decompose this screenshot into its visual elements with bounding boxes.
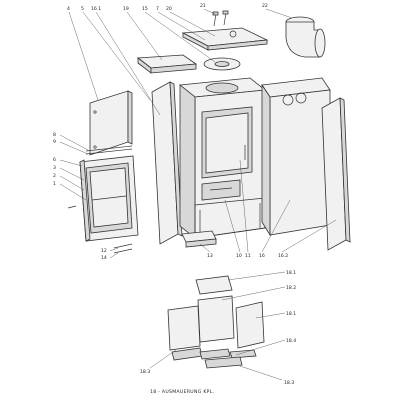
left-side-cladding	[151, 81, 183, 245]
label-5: 5	[81, 6, 84, 12]
label-3: 3	[53, 165, 56, 171]
label-16-2: 16.2	[278, 253, 288, 259]
label-22: 22	[262, 3, 268, 9]
ash-pan	[181, 230, 217, 248]
label-10: 10	[236, 253, 242, 259]
label-6: 6	[53, 157, 56, 163]
label-18-4: 18.4	[286, 338, 296, 344]
assembly-caption: 18 - AUSMAUERUNG KPL.	[150, 389, 214, 395]
label-18-1-side: 18.1	[286, 311, 296, 317]
label-15: 15	[142, 6, 148, 12]
label-12: 12	[101, 248, 107, 254]
ring-disc	[203, 57, 241, 71]
label-18-2: 18.2	[286, 285, 296, 291]
front-door	[79, 155, 139, 242]
label-8: 8	[53, 132, 56, 138]
flue-pipe-elbow	[285, 16, 326, 58]
label-21: 21	[200, 3, 206, 9]
hinge-pins	[67, 205, 133, 254]
label-16: 16	[259, 253, 265, 259]
right-side-cladding	[321, 97, 351, 251]
part-labels: 4 5 16.1 19 15 7 20 21 22 8 9 6 3 2 1 12…	[53, 3, 296, 386]
label-19: 19	[123, 6, 129, 12]
label-13: 13	[207, 253, 213, 259]
label-11: 11	[245, 253, 251, 259]
label-14: 14	[101, 255, 107, 261]
firebrick-lining	[167, 275, 265, 369]
label-18-3-right: 18.3	[284, 380, 294, 386]
rear-panel	[261, 77, 331, 237]
label-18-1-top: 18.1	[286, 270, 296, 276]
top-cover-plate	[181, 27, 269, 51]
cover-bolts	[212, 10, 229, 27]
label-1: 1	[53, 181, 56, 187]
top-stone-plate	[136, 54, 198, 74]
side-door-panel	[89, 90, 133, 156]
label-20: 20	[166, 6, 172, 12]
label-18-3-left: 18.3	[140, 369, 150, 375]
label-16-1: 16.1	[91, 6, 101, 12]
door-gasket-strips	[85, 145, 133, 155]
label-2: 2	[53, 173, 56, 179]
stove-body	[178, 77, 267, 239]
label-4: 4	[67, 6, 70, 12]
label-9: 9	[53, 139, 56, 145]
label-7: 7	[156, 6, 159, 12]
leader-lines	[59, 8, 337, 381]
